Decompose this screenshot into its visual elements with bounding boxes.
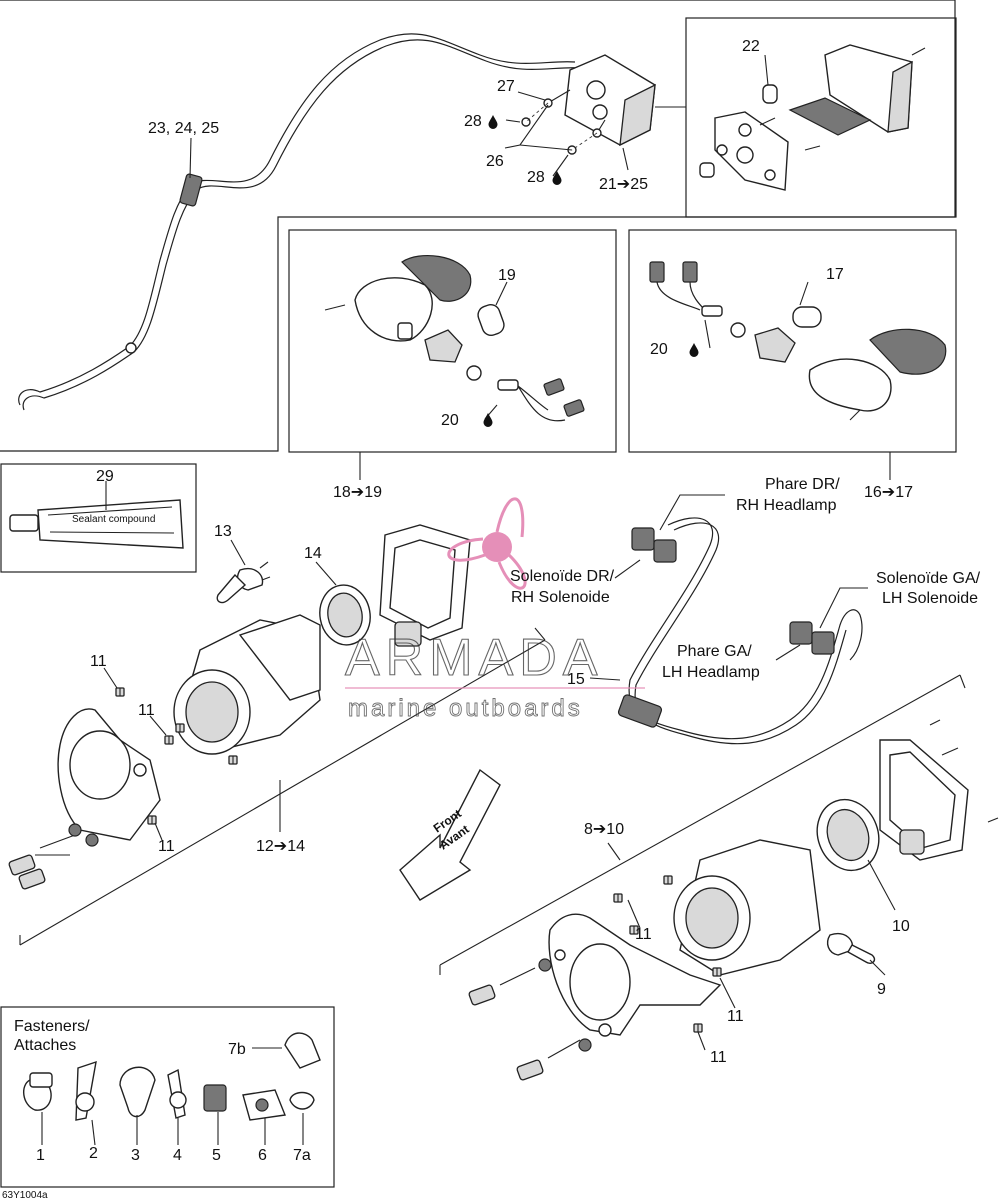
callout-14: 14	[304, 545, 322, 562]
callout-29: 29	[96, 468, 114, 485]
callout-labels: 23, 24, 25 27 28 26 28 21➔25 22 19 20 18…	[36, 38, 913, 1164]
svg-text:Sealant compound: Sealant compound	[72, 514, 155, 525]
fastener-3: 3	[131, 1147, 140, 1164]
callout-28: 28	[527, 169, 545, 186]
watermark-tagline: marine outboards	[348, 695, 583, 722]
frame-lines	[0, 0, 957, 1188]
figure-code: 63Y1004a	[2, 1190, 48, 1201]
rh-solenoid-label-en: RH Solenoide	[511, 589, 610, 606]
fastener-5: 5	[212, 1147, 221, 1164]
droplet-icon	[488, 115, 498, 129]
fastener-2: 2	[89, 1145, 98, 1162]
taillight-exploded	[699, 44, 926, 191]
callout-23-25: 23, 24, 25	[148, 120, 219, 137]
callout-12-14: 12➔14	[256, 838, 305, 855]
text-labels: Phare DR/ RH Headlamp Solenoïde DR/ RH S…	[2, 476, 981, 1201]
callout-11: 11	[710, 1049, 727, 1066]
rh-solenoid-label-fr: Solenoïde DR/	[510, 568, 615, 585]
rh-headlamp-label-en: RH Headlamp	[736, 497, 837, 514]
fastener-7a: 7a	[293, 1147, 311, 1164]
callout-11: 11	[727, 1008, 744, 1025]
lh-headlamp-label-en: LH Headlamp	[662, 664, 760, 681]
left-turn-light	[324, 255, 585, 422]
fasteners-title-fr: Attaches	[14, 1037, 76, 1054]
fasteners-set	[23, 1032, 321, 1121]
front-direction-arrow	[399, 768, 501, 901]
callout-21-25: 21➔25	[599, 176, 648, 193]
armada-logo-icon	[447, 497, 527, 590]
headlamp-harness	[617, 517, 863, 745]
lh-solenoid-label-en: LH Solenoide	[882, 590, 978, 607]
taillight-harness	[18, 33, 582, 411]
callout-18-19: 18➔19	[333, 484, 382, 501]
callout-28: 28	[464, 113, 482, 130]
callout-17: 17	[826, 266, 844, 283]
callout-20: 20	[441, 412, 459, 429]
callout-11: 11	[138, 702, 155, 719]
lh-headlamp-label-fr: Phare GA/	[677, 643, 752, 660]
callout-10: 10	[892, 918, 910, 935]
callout-7b: 7b	[228, 1041, 246, 1058]
callout-9: 9	[877, 981, 886, 998]
callout-19: 19	[498, 267, 516, 284]
droplet-icon	[483, 413, 493, 427]
leader-lines	[41, 54, 896, 1146]
watermark-brand: ARMADA	[345, 629, 603, 687]
callout-27: 27	[497, 78, 515, 95]
fastener-6: 6	[258, 1147, 267, 1164]
callout-8-10: 8➔10	[584, 821, 624, 838]
callout-26: 26	[486, 153, 504, 170]
fastener-1: 1	[36, 1147, 45, 1164]
callout-11: 11	[90, 653, 107, 670]
fastener-4: 4	[173, 1147, 182, 1164]
callout-22: 22	[742, 38, 760, 55]
right-headlamp-assembly	[439, 674, 999, 1081]
droplet-icon	[552, 171, 562, 185]
callout-13: 13	[214, 523, 232, 540]
callout-16-17: 16➔17	[864, 484, 913, 501]
right-turn-light	[649, 261, 947, 421]
lh-solenoid-label-fr: Solenoïde GA/	[876, 570, 981, 587]
sealant-tube: Sealant compound	[9, 499, 184, 549]
callout-15: 15	[567, 671, 585, 688]
callout-11: 11	[158, 838, 175, 855]
taillight-assembly	[521, 54, 656, 155]
droplet-icon	[689, 343, 699, 357]
callout-20: 20	[650, 341, 668, 358]
watermark: ARMADA marine outboards	[344, 497, 645, 722]
left-headlamp-assembly	[8, 524, 546, 946]
rh-headlamp-label-fr: Phare DR/	[765, 476, 840, 493]
callout-11: 11	[635, 926, 652, 943]
fasteners-title-en: Fasteners/	[14, 1018, 90, 1035]
